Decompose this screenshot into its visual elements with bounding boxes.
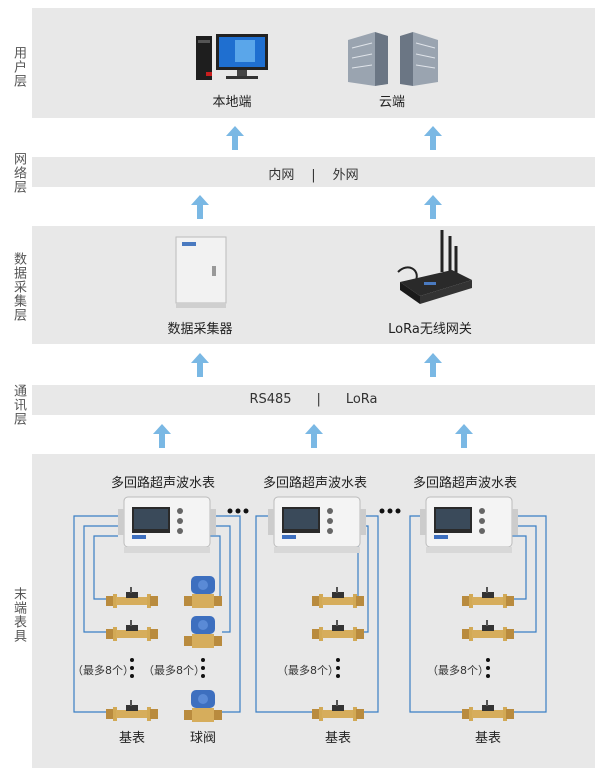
base-meter-icon bbox=[312, 587, 364, 608]
comm-band-text: RS485 | LoRa bbox=[32, 392, 595, 410]
base-meter-caption: 基表 bbox=[474, 731, 501, 746]
comm-separator: | bbox=[316, 392, 321, 407]
base-meter-icon bbox=[106, 587, 158, 608]
lora-label: LoRa bbox=[345, 392, 378, 407]
meter-title-3: 多回路超声波水表 bbox=[412, 476, 517, 491]
comm-layer-label: 通讯层 bbox=[11, 384, 26, 426]
arrow-up-icon bbox=[226, 126, 244, 150]
wiring-group-3 bbox=[409, 515, 547, 713]
meter-title-1: 多回路超声波水表 bbox=[110, 476, 215, 491]
local-end-caption: 本地端 bbox=[212, 95, 252, 110]
comm-layer-band bbox=[32, 385, 595, 415]
intranet-label: 内网 bbox=[268, 168, 295, 183]
multi-loop-ultrasonic-meter-3 bbox=[419, 496, 519, 554]
arrow-up-icon bbox=[191, 195, 209, 219]
base-meter-icon bbox=[312, 620, 364, 641]
arrow-up-icon bbox=[191, 353, 209, 377]
ball-valve-icon bbox=[184, 690, 222, 722]
user-layer-panel bbox=[32, 8, 595, 118]
network-separator: | bbox=[311, 168, 316, 183]
data-collector-cabinet-icon bbox=[175, 236, 227, 308]
data-collector-caption: 数据采集器 bbox=[167, 322, 233, 337]
vertical-ellipsis bbox=[130, 658, 490, 678]
ball-valve-caption: 球阀 bbox=[189, 731, 216, 746]
multi-loop-ultrasonic-meter-1 bbox=[117, 496, 217, 554]
user-layer-label: 用户层 bbox=[11, 46, 26, 88]
more-devices-ellipsis bbox=[227, 508, 401, 514]
base-meter-icon bbox=[462, 587, 514, 608]
ball-valve-icon bbox=[184, 616, 222, 648]
lora-gateway-icon bbox=[397, 230, 472, 304]
arrow-up-icon bbox=[153, 424, 171, 448]
max-count-label: （最多8个） bbox=[427, 664, 489, 677]
arrow-up-icon bbox=[424, 126, 442, 150]
arrow-up-icon bbox=[305, 424, 323, 448]
arrow-up-icon bbox=[424, 353, 442, 377]
desktop-computer-icon bbox=[196, 34, 268, 80]
arrow-up-icon bbox=[455, 424, 473, 448]
server-rack-icon bbox=[348, 32, 438, 86]
ball-valve-icon bbox=[184, 576, 222, 608]
max-count-label: （最多8个） bbox=[72, 664, 134, 677]
lora-gateway-caption: LoRa无线网关 bbox=[388, 322, 472, 337]
data-layer-label: 数据采集层 bbox=[11, 252, 26, 322]
arrow-up-icon bbox=[424, 195, 442, 219]
max-count-label: （最多8个） bbox=[277, 664, 339, 677]
extranet-label: 外网 bbox=[332, 168, 359, 183]
rs485-label: RS485 bbox=[249, 392, 292, 407]
cloud-caption: 云端 bbox=[378, 95, 405, 110]
meter-title-2: 多回路超声波水表 bbox=[262, 476, 367, 491]
data-layer-panel bbox=[32, 226, 595, 344]
network-layer-label: 网络层 bbox=[11, 152, 26, 194]
base-meter-caption: 基表 bbox=[324, 731, 351, 746]
base-meter-icon bbox=[106, 620, 158, 641]
network-band-text: 内网 | 外网 bbox=[32, 164, 595, 183]
base-meter-caption: 基表 bbox=[118, 731, 145, 746]
base-meter-icon bbox=[462, 700, 514, 721]
terminal-layer-label: 末端表具 bbox=[11, 587, 26, 643]
base-meter-icon bbox=[462, 620, 514, 641]
base-meter-icon bbox=[106, 700, 158, 721]
base-meter-icon bbox=[312, 700, 364, 721]
multi-loop-ultrasonic-meter-2 bbox=[267, 496, 367, 554]
network-layer-band bbox=[32, 157, 595, 187]
max-count-label: （最多8个） bbox=[143, 664, 205, 677]
